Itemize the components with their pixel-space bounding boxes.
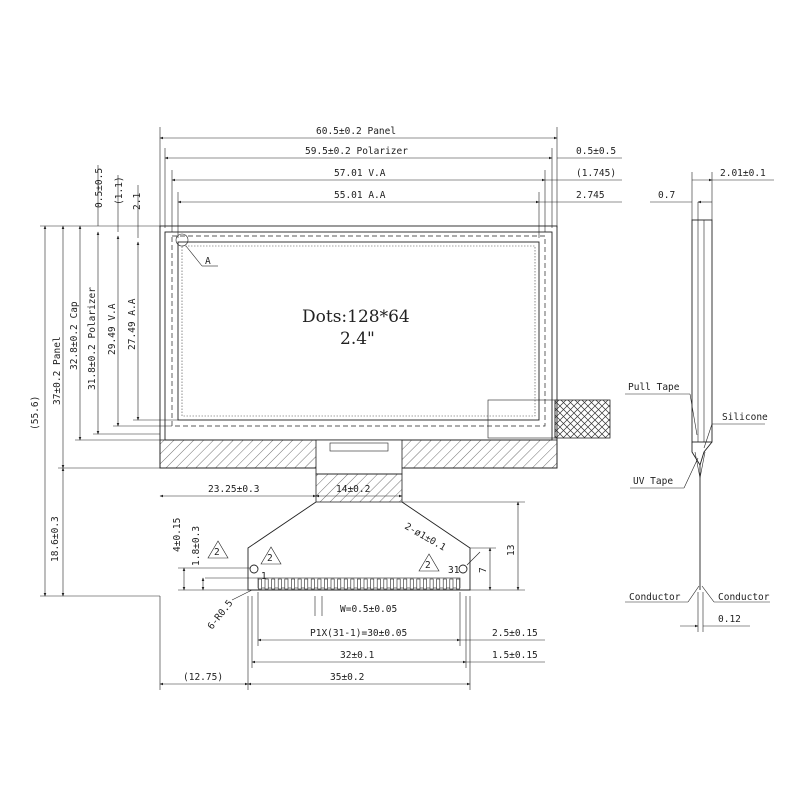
dim-pin-width: W=0.5±0.05	[340, 604, 397, 615]
dim-7: 7	[478, 567, 489, 573]
label-conductor-right: Conductor	[718, 592, 770, 603]
dim-polarizer-width: 59.5±0.2 Polarizer	[305, 146, 408, 157]
fpc-pin	[370, 578, 375, 590]
label-silicone: Silicone	[722, 412, 768, 423]
dim-aa-height: 27.49 A.A	[127, 298, 138, 350]
dim-12-75: (12.75)	[183, 672, 223, 683]
pin-1-label: 1	[261, 571, 267, 582]
fpc-pin	[271, 578, 276, 590]
fpc-pin	[409, 578, 414, 590]
label-pull-tape: Pull Tape	[628, 382, 680, 393]
fpc-pin	[317, 578, 322, 590]
display-size-label: 2.4"	[340, 329, 375, 349]
fpc-pin	[337, 578, 342, 590]
fpc-pin	[330, 578, 335, 590]
fpc-pin	[363, 578, 368, 590]
dim-va-width: 57.01 V.A	[334, 168, 386, 179]
dim-cap-height: 32.8±0.2 Cap	[69, 301, 80, 370]
fpc-pin	[376, 578, 381, 590]
fpc-pin	[396, 578, 401, 590]
fpc-pin	[442, 578, 447, 590]
left-dimensions: (55.6) 37±0.2 Panel 32.8±0.2 Cap 31.8±0.…	[30, 165, 178, 597]
label-conductor-left: Conductor	[629, 592, 681, 603]
fpc-pin	[357, 578, 361, 590]
fpc-pin	[297, 578, 302, 590]
note-triangle-3: 2	[425, 560, 431, 571]
fpc-pin	[324, 578, 328, 590]
dim-left-0-5: 0.5±0.5	[94, 168, 105, 208]
fpc-pin	[403, 578, 408, 590]
fpc-pin	[456, 578, 460, 590]
dim-1-8: 1.8±0.3	[191, 526, 202, 566]
dim-right-2-745: 2.745	[576, 190, 605, 201]
dim-fpc-length: 18.6±0.3	[50, 516, 61, 562]
dim-panel-width: 60.5±0.2 Panel	[316, 126, 396, 137]
dim-r0-5: 6-R0.5	[206, 598, 236, 632]
dim-0-7: 0.7	[658, 190, 675, 201]
detail-marker-a: A	[205, 256, 211, 267]
fpc-pin	[264, 578, 269, 590]
dim-13: 13	[506, 545, 517, 556]
fpc-pins	[258, 578, 460, 590]
fpc-hole-1	[249, 564, 259, 574]
dim-32: 32±0.1	[340, 650, 375, 661]
dim-4-0-15: 4±0.15	[172, 518, 183, 552]
top-dimensions: 60.5±0.2 Panel 59.5±0.2 Polarizer 57.01 …	[159, 126, 622, 238]
fpc-pin	[436, 578, 441, 590]
dim-left-2-1: 2.1	[132, 193, 143, 210]
display-dots-label: Dots:128*64	[302, 307, 410, 327]
lcd-panel: Dots:128*64 2.4" A	[159, 225, 611, 475]
note-triangle-1: 2	[214, 547, 220, 558]
fpc-pin	[423, 578, 427, 590]
dim-panel-height: 37±0.2 Panel	[52, 336, 63, 405]
fpc-pin	[429, 578, 434, 590]
fpc-pin	[416, 578, 421, 590]
dim-14: 14±0.2	[336, 484, 370, 495]
fpc-pin	[350, 578, 355, 590]
dim-35: 35±0.2	[330, 672, 364, 683]
dim-overall-height: (55.6)	[30, 396, 41, 430]
pin-31-label: 31	[448, 565, 460, 576]
fpc-pin	[310, 578, 315, 590]
silicone-crosshatch	[554, 399, 611, 439]
fpc-pin	[284, 578, 289, 590]
dim-right-1-745: (1.745)	[576, 168, 616, 179]
dim-0-12: 0.12	[718, 614, 741, 625]
label-uv-tape: UV Tape	[633, 476, 673, 487]
dim-2-5: 2.5±0.15	[492, 628, 538, 639]
dim-va-height: 29.49 V.A	[107, 303, 118, 355]
fpc-pin	[258, 578, 262, 590]
fpc-pin	[343, 578, 348, 590]
dim-thickness: 2.01±0.1	[720, 168, 766, 179]
dim-pitch: P1X(31-1)=30±0.05	[310, 628, 407, 639]
dim-1-5: 1.5±0.15	[492, 650, 538, 661]
fpc-pin	[390, 578, 394, 590]
driver-ic	[315, 439, 403, 475]
dim-hole-dia: 2-ø1±0.1	[403, 521, 448, 554]
fpc-pin	[383, 578, 388, 590]
dim-23-25: 23.25±0.3	[208, 484, 259, 495]
note-triangle-2: 2	[267, 553, 273, 564]
side-view: 2.01±0.1 0.7 Pull Tape Silicone UV Tape …	[625, 168, 774, 632]
dim-polarizer-height: 31.8±0.2 Polarizer	[87, 287, 98, 390]
dim-right-0-5: 0.5±0.5	[576, 146, 616, 157]
fpc-hole-31	[458, 564, 468, 574]
fpc-pin	[304, 578, 309, 590]
fpc-pin	[277, 578, 282, 590]
dim-aa-width: 55.01 A.A	[334, 190, 386, 201]
dim-left-1-1: (1.1)	[114, 176, 125, 205]
fpc-pin	[449, 578, 454, 590]
fpc-pin	[291, 578, 295, 590]
